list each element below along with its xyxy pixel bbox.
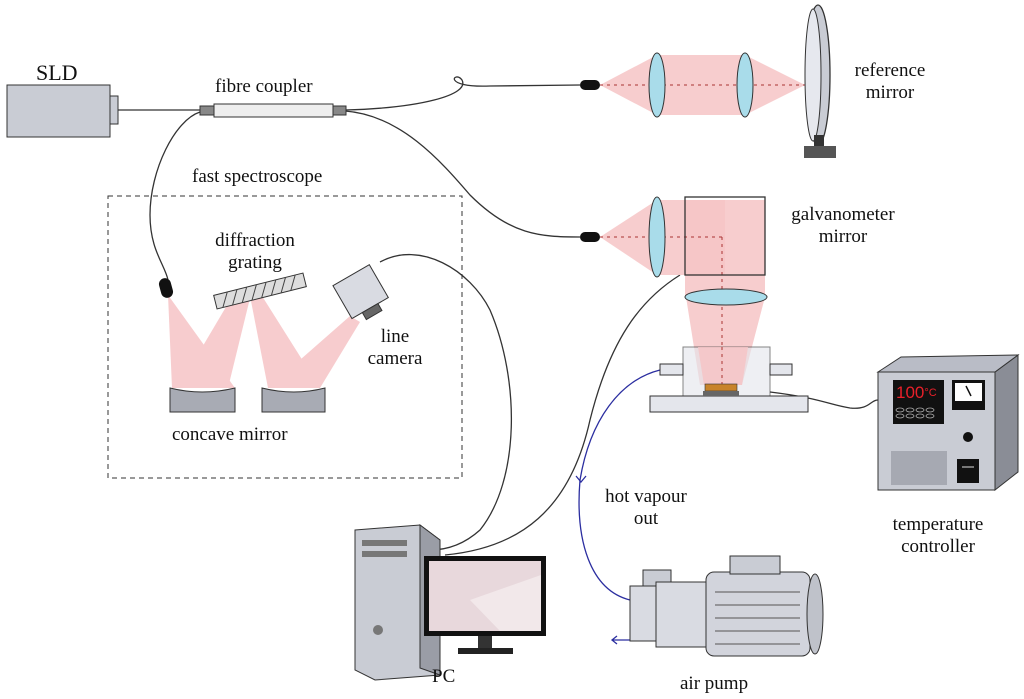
spectroscope-collimator — [158, 278, 174, 298]
optical-fibres — [118, 76, 879, 556]
label-concave-mirror: concave mirror — [172, 424, 288, 445]
sample — [704, 383, 738, 392]
reference-lens-2 — [736, 52, 754, 118]
cable-galvo-pc — [444, 274, 681, 556]
power-switch — [957, 459, 979, 483]
label-line: controller — [901, 536, 975, 557]
label-line: hot vapour — [605, 486, 687, 507]
reference-collimator — [580, 80, 600, 90]
spectroscope-beams — [168, 290, 360, 388]
fibre-sample-arm — [344, 110, 581, 238]
label-line: mirror — [865, 82, 915, 103]
label-line: mirror — [818, 226, 868, 247]
label-line: temperature — [892, 514, 984, 535]
label-pc: PC — [432, 666, 456, 687]
sample-collimator — [580, 232, 600, 242]
label-line: galvanometer — [791, 204, 895, 225]
fibre-coupler — [199, 103, 347, 118]
fibre-spectroscope — [149, 111, 201, 281]
label-fast-spectroscope: fast spectroscope — [192, 166, 323, 187]
label-line: line — [380, 326, 410, 347]
label-line: diffraction — [215, 230, 295, 251]
label-line: out — [633, 508, 659, 529]
label-fibre-coupler: fibre coupler — [215, 76, 313, 97]
vapour-tube — [578, 369, 661, 601]
pump-outlet-arrow-icon — [610, 635, 630, 645]
galvo-beam — [685, 200, 765, 297]
label-line: reference — [854, 60, 926, 81]
objective-lens — [684, 288, 768, 306]
controller-readout: 100°C — [896, 384, 937, 402]
temperature-value: 100 — [896, 383, 925, 402]
heated-sample-chamber — [649, 346, 809, 413]
reference-lens-1 — [648, 52, 666, 118]
galvanometer-mirror — [684, 196, 766, 276]
cable-camera-pc — [379, 253, 512, 551]
label-line: grating — [228, 252, 282, 273]
flow-arrow-icon — [575, 475, 587, 484]
fibre-reference-arm — [344, 76, 581, 111]
diffraction-grating — [213, 272, 307, 310]
line-camera — [332, 263, 390, 321]
spectroscope-box — [107, 195, 463, 479]
air-pump — [629, 555, 824, 657]
concave-mirror-2 — [261, 387, 326, 413]
reference-mirror — [804, 4, 836, 158]
temperature-unit: °C — [924, 387, 937, 399]
label-air-pump: air pump — [680, 673, 749, 694]
control-knob — [963, 432, 973, 442]
concave-mirror-1 — [169, 387, 236, 413]
sld-port — [109, 95, 119, 125]
pc — [354, 524, 546, 681]
label-sld: SLD — [36, 60, 78, 85]
label-line: camera — [367, 348, 423, 369]
sample-lens — [648, 196, 666, 278]
controller-display — [893, 380, 944, 424]
sld-source — [6, 84, 111, 138]
controller-panel — [891, 451, 947, 485]
temperature-controller — [876, 354, 1020, 492]
